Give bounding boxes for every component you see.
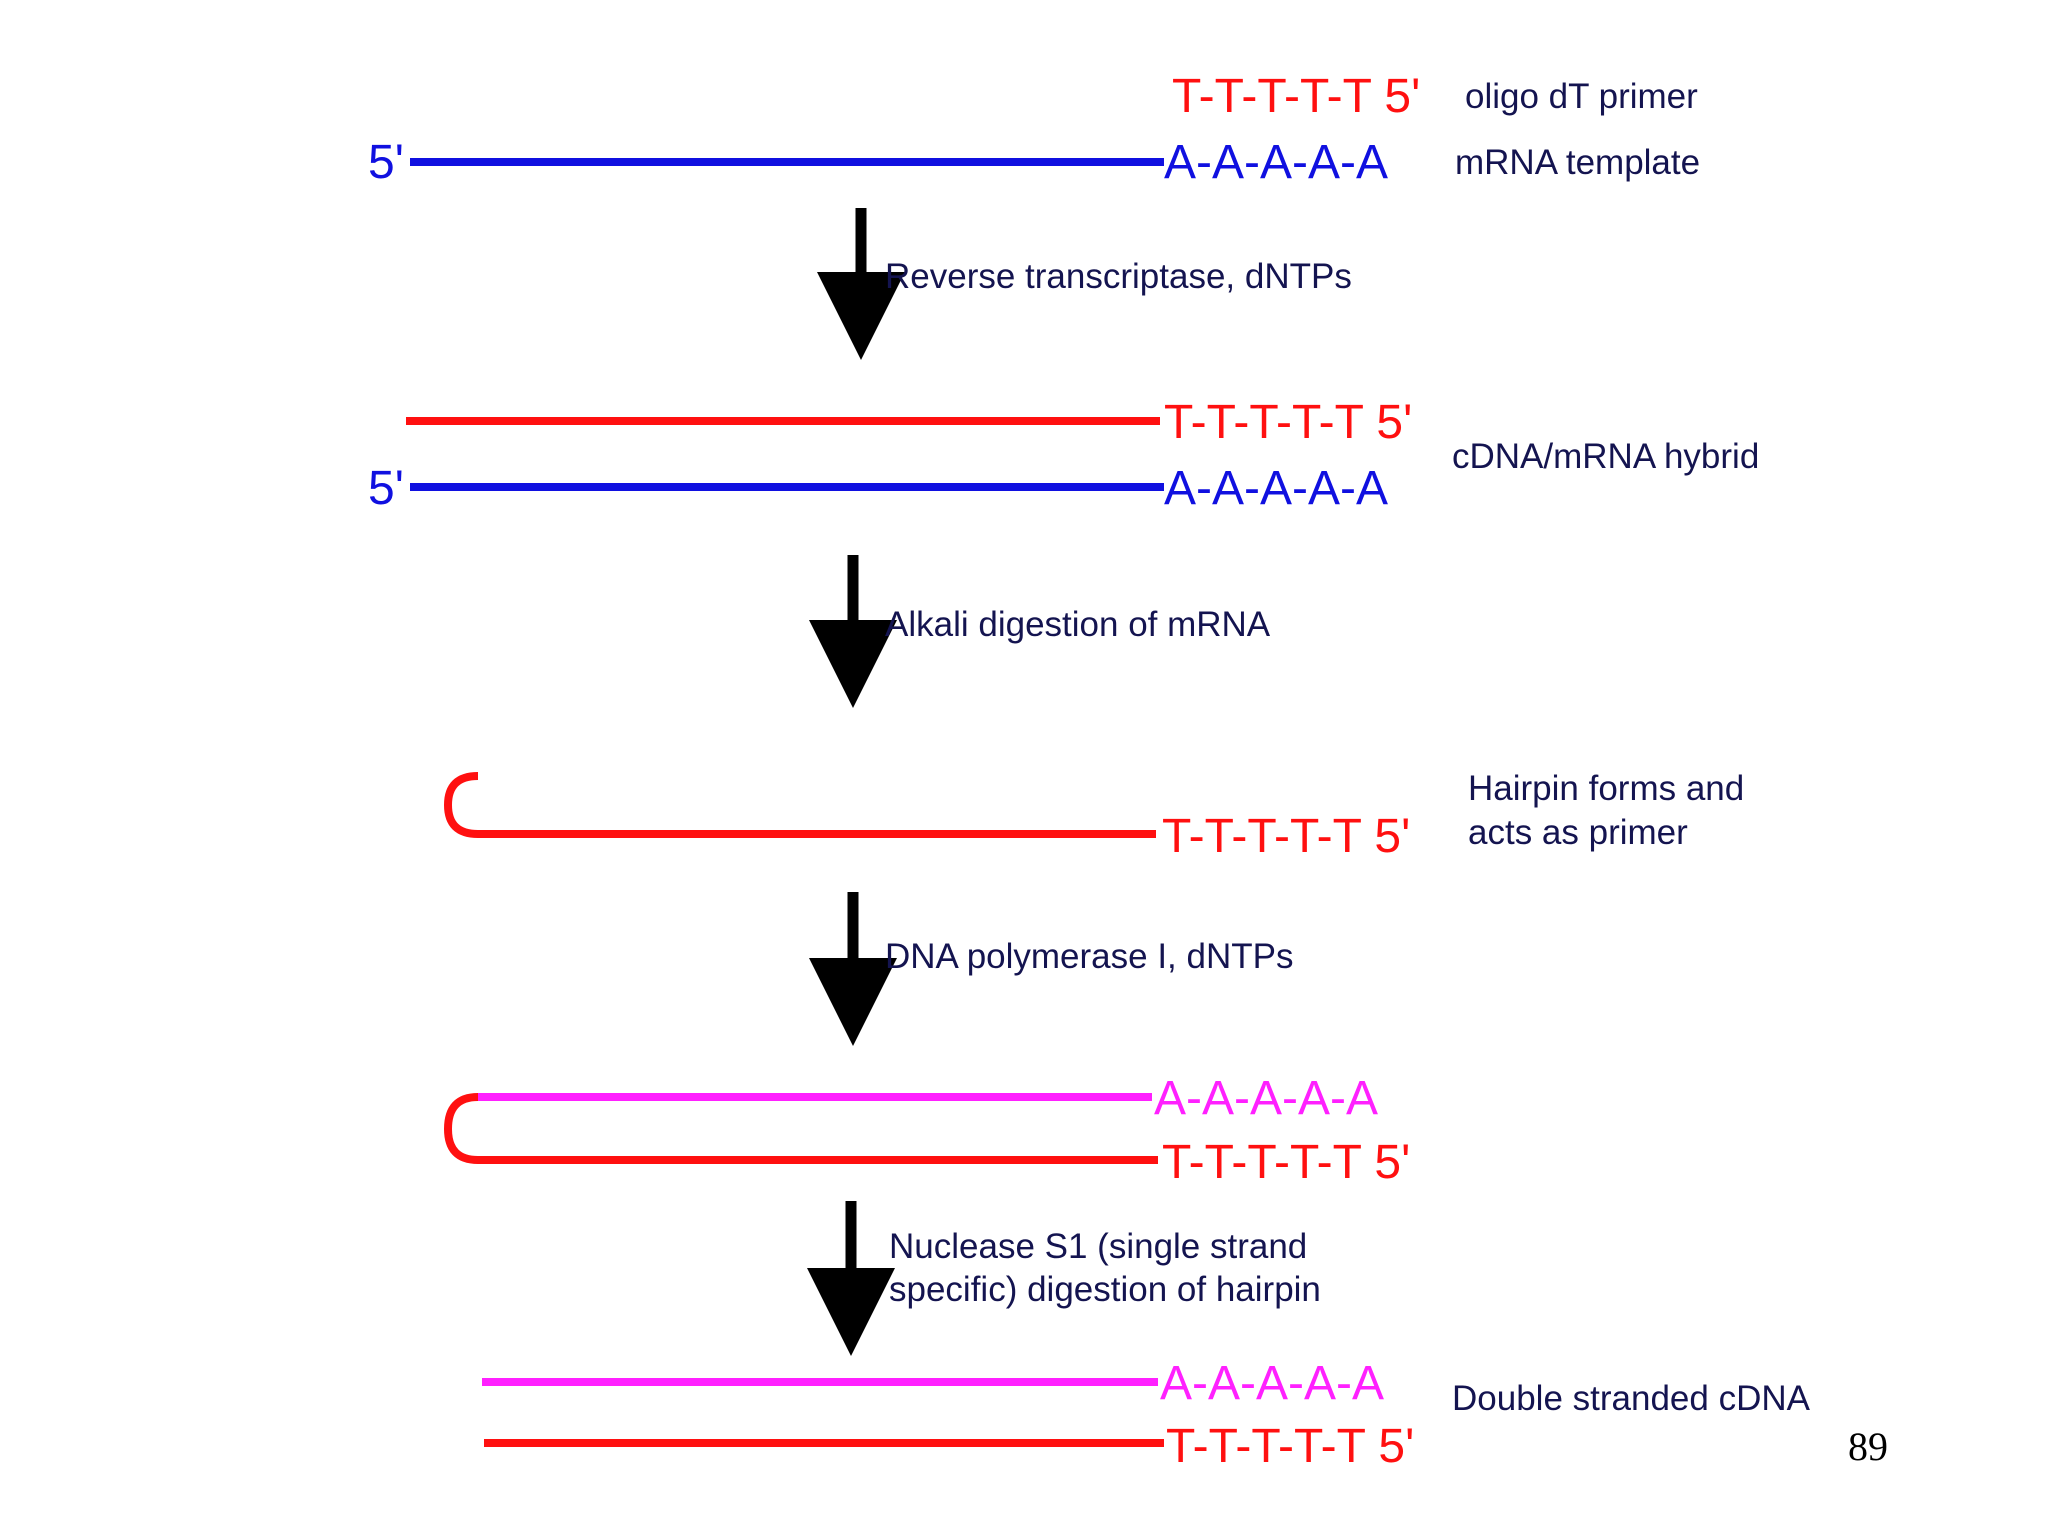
extended-bottom-sequence: T-T-T-T-T 5' (1162, 1136, 1410, 1189)
page-number: 89 (1848, 1424, 1888, 1469)
stage-hybrid: T-T-T-T-T 5' 5' A-A-A-A-A cDNA/mRNA hybr… (368, 396, 1759, 515)
step2-label: Alkali digestion of mRNA (885, 605, 1271, 644)
step4-label-line1: Nuclease S1 (single strand (889, 1227, 1307, 1266)
template-sequence: A-A-A-A-A (1164, 136, 1388, 189)
extended-cdna-strand (443, 1093, 1158, 1164)
final-label: Double stranded cDNA (1452, 1379, 1811, 1418)
hybrid-five-prime: 5' (368, 462, 404, 515)
final-bottom-sequence: T-T-T-T-T 5' (1166, 1420, 1414, 1473)
hairpin-label-line2: acts as primer (1468, 813, 1688, 852)
hybrid-cdna-sequence: T-T-T-T-T 5' (1164, 396, 1412, 449)
stage-primer-template: T-T-T-T-T 5' oligo dT primer 5' A-A-A-A-… (368, 70, 1700, 189)
final-top-sequence: A-A-A-A-A (1160, 1357, 1384, 1410)
stage-final: A-A-A-A-A T-T-T-T-T 5' Double stranded c… (482, 1357, 1811, 1473)
step4-label-line2: specific) digestion of hairpin (889, 1270, 1321, 1309)
hybrid-label: cDNA/mRNA hybrid (1452, 437, 1759, 476)
stage-hairpin: T-T-T-T-T 5' Hairpin forms and acts as p… (443, 769, 1744, 863)
hairpin-sequence: T-T-T-T-T 5' (1162, 810, 1410, 863)
template-five-prime: 5' (368, 136, 404, 189)
step1-label: Reverse transcriptase, dNTPs (885, 257, 1352, 296)
step3-label: DNA polymerase I, dNTPs (885, 937, 1293, 976)
primer-label: oligo dT primer (1465, 77, 1698, 116)
extended-top-sequence: A-A-A-A-A (1154, 1072, 1378, 1125)
hairpin-label-line1: Hairpin forms and (1468, 769, 1744, 808)
stage-extended: A-A-A-A-A T-T-T-T-T 5' (443, 1072, 1410, 1189)
hairpin-strand (443, 772, 1156, 838)
hybrid-mrna-sequence: A-A-A-A-A (1164, 462, 1388, 515)
template-label: mRNA template (1455, 143, 1700, 182)
primer-sequence: T-T-T-T-T 5' (1172, 70, 1420, 123)
